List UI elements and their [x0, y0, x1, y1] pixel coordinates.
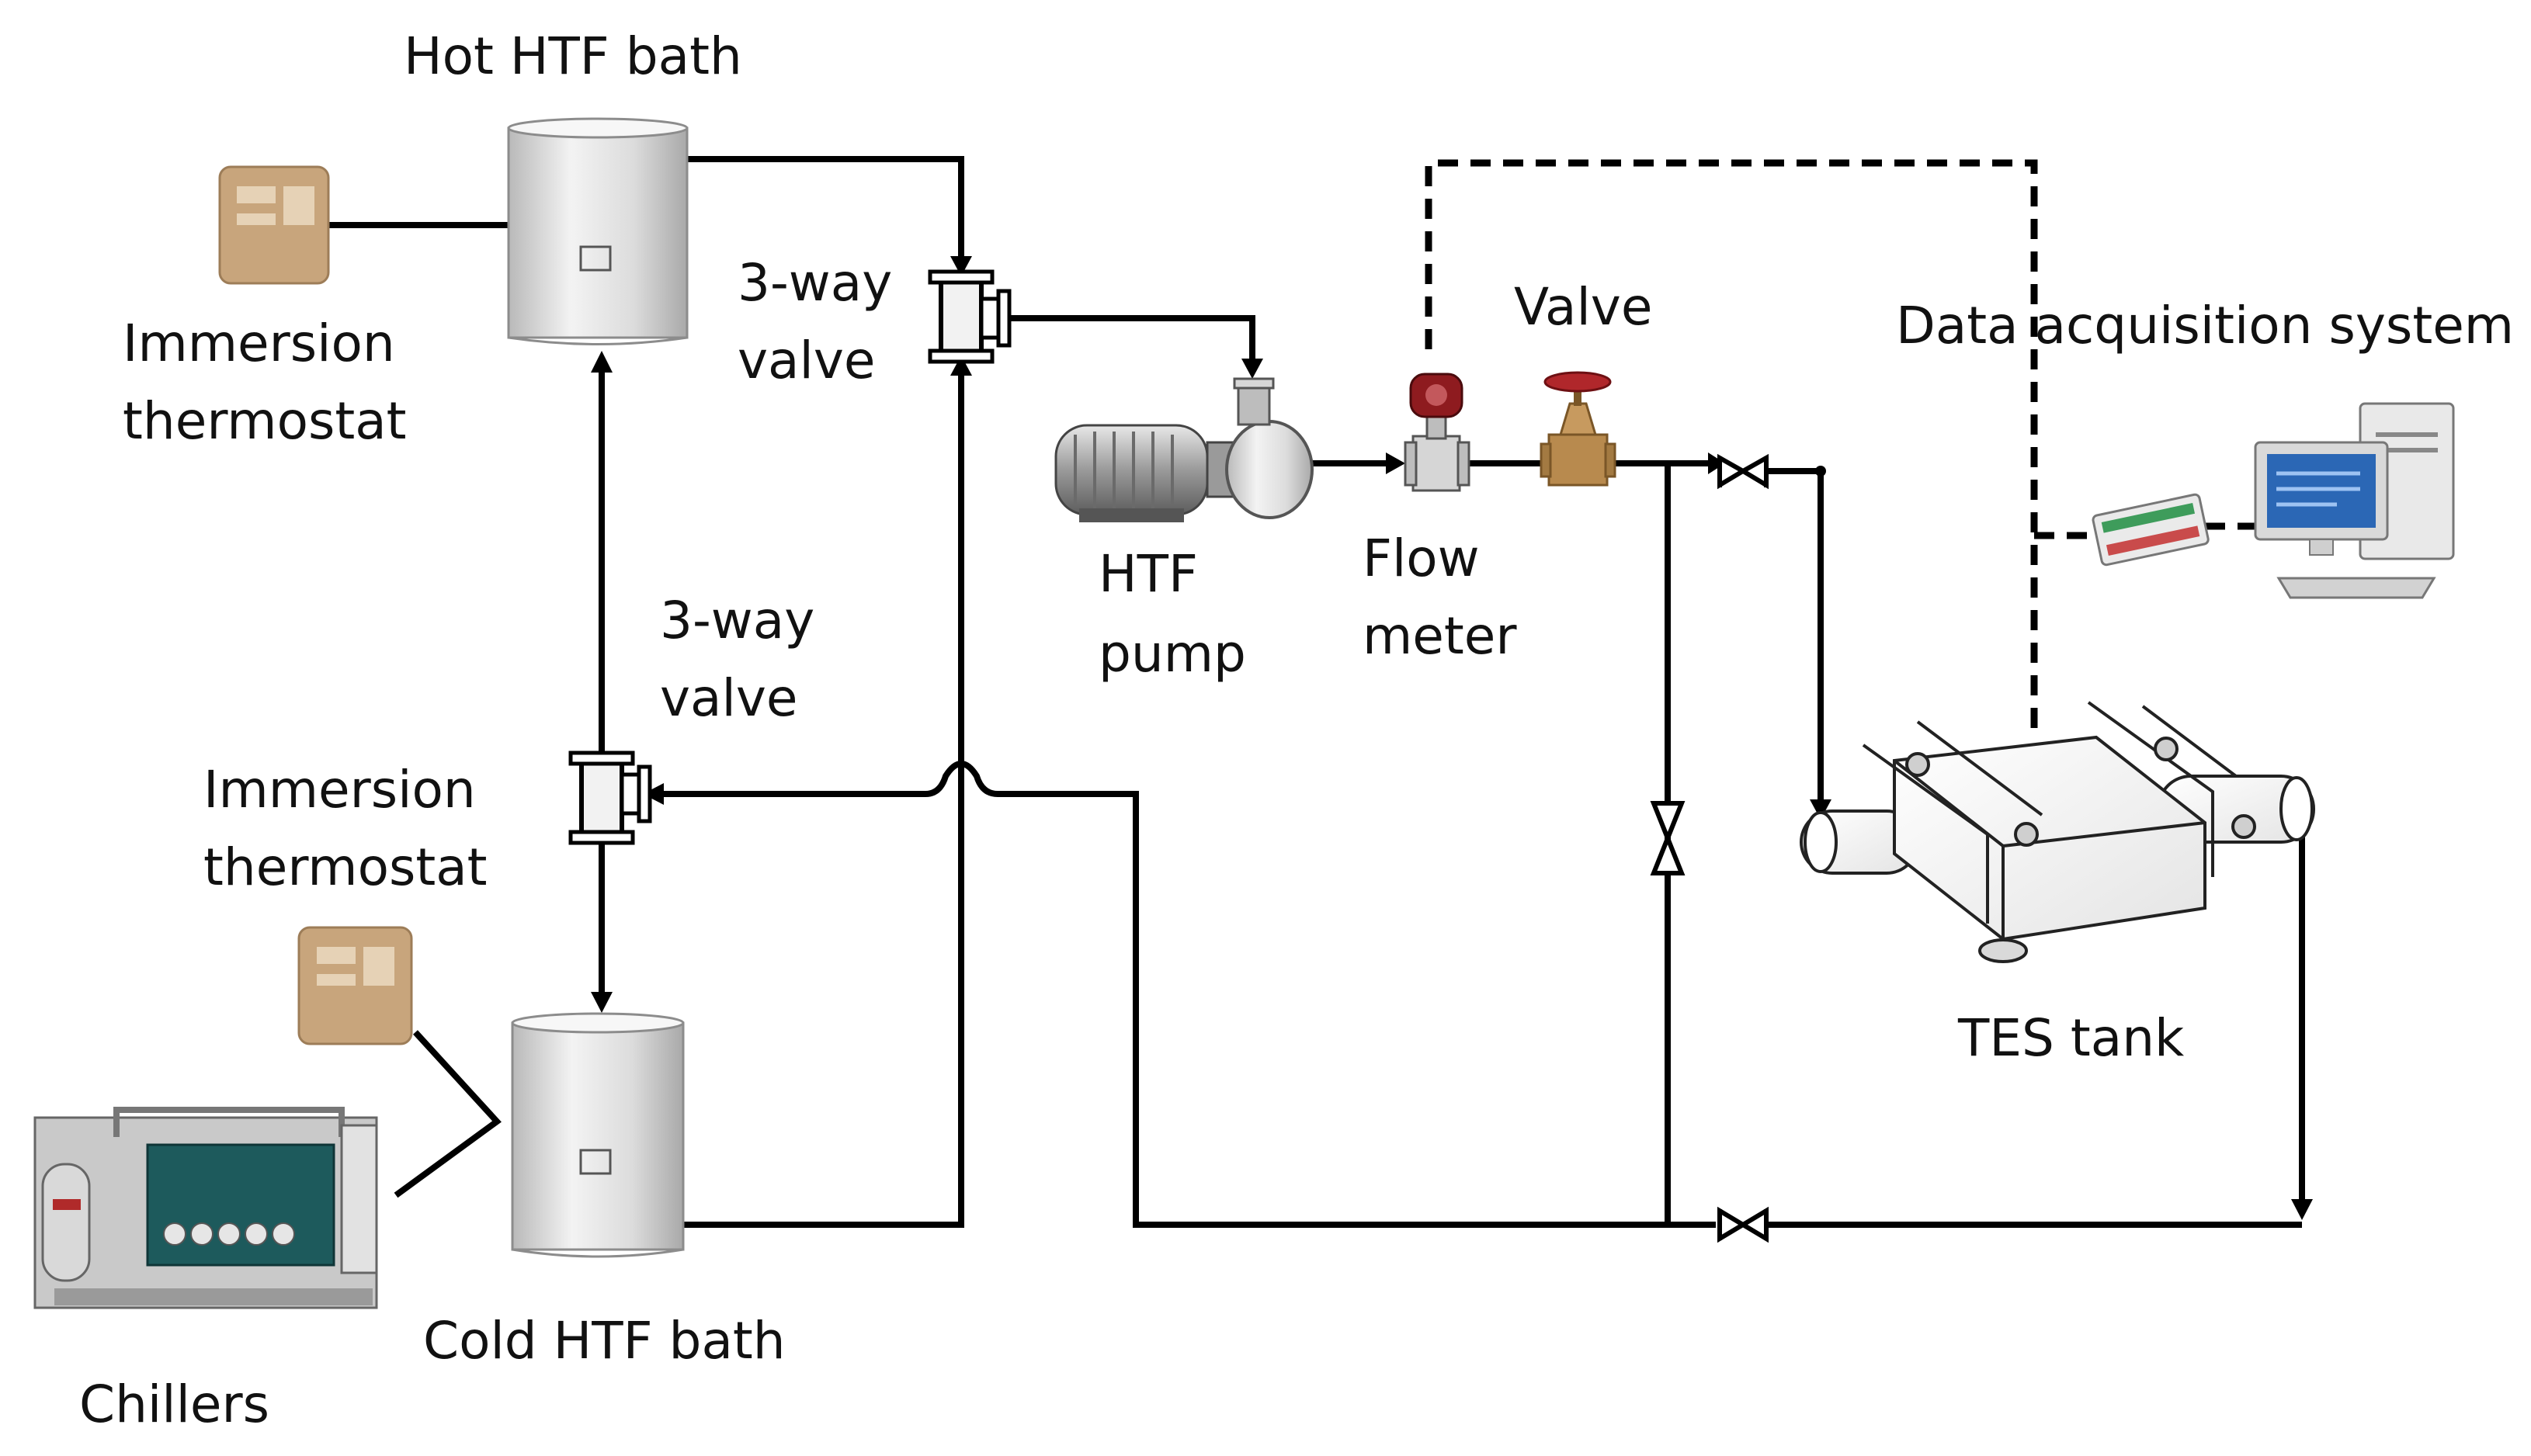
cold-bath-top: [511, 1012, 685, 1034]
pipework: [328, 156, 2313, 1228]
chiller-compressor: [146, 1143, 335, 1267]
cold-bath-window: [579, 1149, 612, 1175]
dashed-flowmeter-to-daq: [1425, 159, 2038, 737]
label-3way-bottom-1: 3-way: [660, 591, 814, 650]
chiller-tank: [41, 1163, 91, 1282]
three-way-valve-bottom: [568, 751, 652, 845]
shutoff-valve-bypass: [1650, 801, 1686, 875]
label-tes-tank: TES tank: [1957, 1008, 2185, 1068]
flow-meter: [1404, 373, 1470, 492]
valve-body: [1547, 433, 1609, 487]
label-thermostat-top-2: thermostat: [123, 391, 407, 451]
cold-htf-bath: [511, 1012, 685, 1258]
label-flowmeter-1: Flow: [1363, 529, 1480, 588]
pump-motor: [1054, 424, 1209, 516]
arrow-up-to-hot-bath: [591, 351, 613, 373]
tes-tank: [1800, 701, 2315, 963]
cold-bath-body: [511, 1021, 685, 1251]
arrow-down-return: [2291, 1199, 2313, 1220]
immersion-thermostat-bottom: [297, 926, 413, 1045]
pipe-to-tes-inlet: [1762, 468, 1824, 807]
arrow-into-lower-valve: [643, 783, 664, 805]
label-valve: Valve: [1514, 277, 1652, 337]
label-cold-htf-bath: Cold HTF bath: [423, 1311, 786, 1371]
pipe-tes-outlet: [2279, 827, 2305, 1203]
pipe-hot-to-valve: [687, 156, 964, 264]
computer-icon: [2254, 402, 2455, 599]
shutoff-valve-top: [1717, 453, 1769, 490]
label-thermostat-top-1: Immersion: [123, 314, 395, 373]
label-hot-htf-bath: Hot HTF bath: [404, 26, 742, 86]
shutoff-valve-bottom: [1717, 1206, 1769, 1243]
valve-handwheel: [1543, 371, 1612, 393]
arrow-into-tes: [1810, 799, 1831, 820]
pipe-valve-to-pump: [1009, 315, 1255, 365]
label-pump-1: HTF: [1099, 544, 1198, 604]
label-pump-2: pump: [1099, 624, 1246, 684]
pump-volute: [1225, 420, 1314, 519]
signal-lines: [1425, 159, 2255, 737]
labels: Hot HTF bath Immersion thermostat 3-way …: [79, 26, 2514, 1434]
hot-bath-window: [579, 245, 612, 272]
arrow-into-top-valve: [950, 256, 972, 276]
tes-body: [1893, 735, 2206, 941]
label-chillers: Chillers: [79, 1375, 269, 1434]
gate-valve: [1540, 371, 1616, 487]
chiller-unit: [33, 1107, 378, 1309]
hot-bath-top: [507, 117, 689, 139]
label-flowmeter-2: meter: [1363, 606, 1517, 666]
immersion-thermostat-top: [218, 165, 330, 285]
htf-pump: [1054, 377, 1314, 522]
arrow-into-flowmeter: [1386, 452, 1405, 474]
arrow-to-top-shutoff: [1708, 452, 1725, 474]
label-thermostat-bottom-1: Immersion: [203, 760, 476, 820]
junction-dot: [1815, 466, 1826, 477]
pc-keyboard: [2276, 577, 2436, 599]
hot-htf-bath: [507, 117, 689, 345]
cable-bottom-thermostat: [394, 1030, 502, 1198]
label-3way-top-2: valve: [738, 331, 876, 390]
three-way-valve-top: [928, 269, 1012, 364]
pipe-cold-to-valve: [683, 373, 964, 1228]
arrow-down-to-cold-bath: [591, 992, 613, 1013]
label-daq: Data acquisition system: [1896, 296, 2514, 355]
data-logger: [2092, 493, 2210, 567]
arrow-up-into-top-valve: [950, 355, 972, 376]
label-3way-bottom-2: valve: [660, 668, 798, 728]
label-3way-top-1: 3-way: [738, 253, 892, 313]
hot-bath-body: [507, 127, 689, 339]
arrow-into-pump: [1241, 359, 1263, 379]
pipe-return-to-lower-valve: [656, 761, 1716, 1228]
label-thermostat-bottom-2: thermostat: [203, 837, 488, 897]
